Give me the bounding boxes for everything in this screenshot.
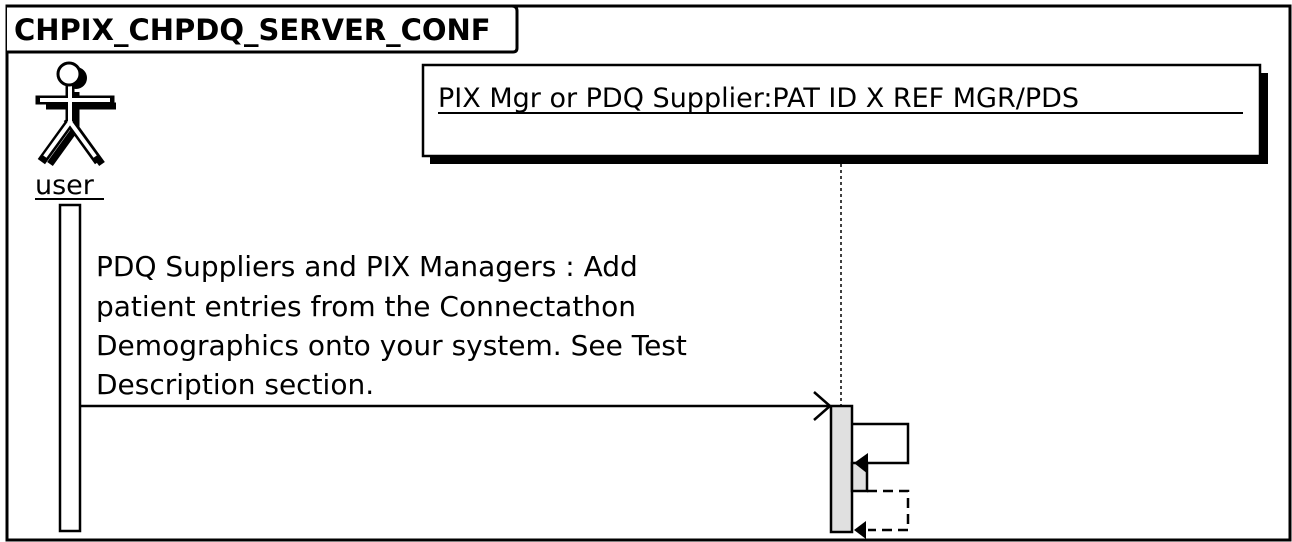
lifeline-label: PIX Mgr or PDQ Supplier:PAT ID X REF MGR… bbox=[438, 83, 1079, 114]
self-call-arrow-line bbox=[852, 422, 910, 465]
user-actor-icon bbox=[35, 61, 116, 167]
message-line-3: Demographics onto your system. See Test bbox=[96, 329, 687, 362]
self-call-arrow-head bbox=[854, 453, 868, 474]
message-line-4: Description section. bbox=[96, 368, 374, 401]
lifeline-activation-bar bbox=[829, 404, 854, 534]
self-return-arrow-head bbox=[854, 521, 866, 539]
message-line-1: PDQ Suppliers and PIX Managers : Add bbox=[96, 250, 638, 283]
self-return-arrow-line bbox=[867, 489, 910, 532]
frame-title-tab bbox=[7, 4, 519, 54]
message-line-2: patient entries from the Connectathon bbox=[96, 290, 636, 323]
lifeline-box bbox=[421, 63, 1262, 158]
message-text: PDQ Suppliers and PIX Managers : Add pat… bbox=[96, 250, 696, 401]
frame-title: CHPIX_CHPDQ_SERVER_CONF bbox=[14, 13, 491, 47]
actor-activation-bar bbox=[58, 203, 82, 533]
actor-label: user bbox=[35, 170, 95, 201]
